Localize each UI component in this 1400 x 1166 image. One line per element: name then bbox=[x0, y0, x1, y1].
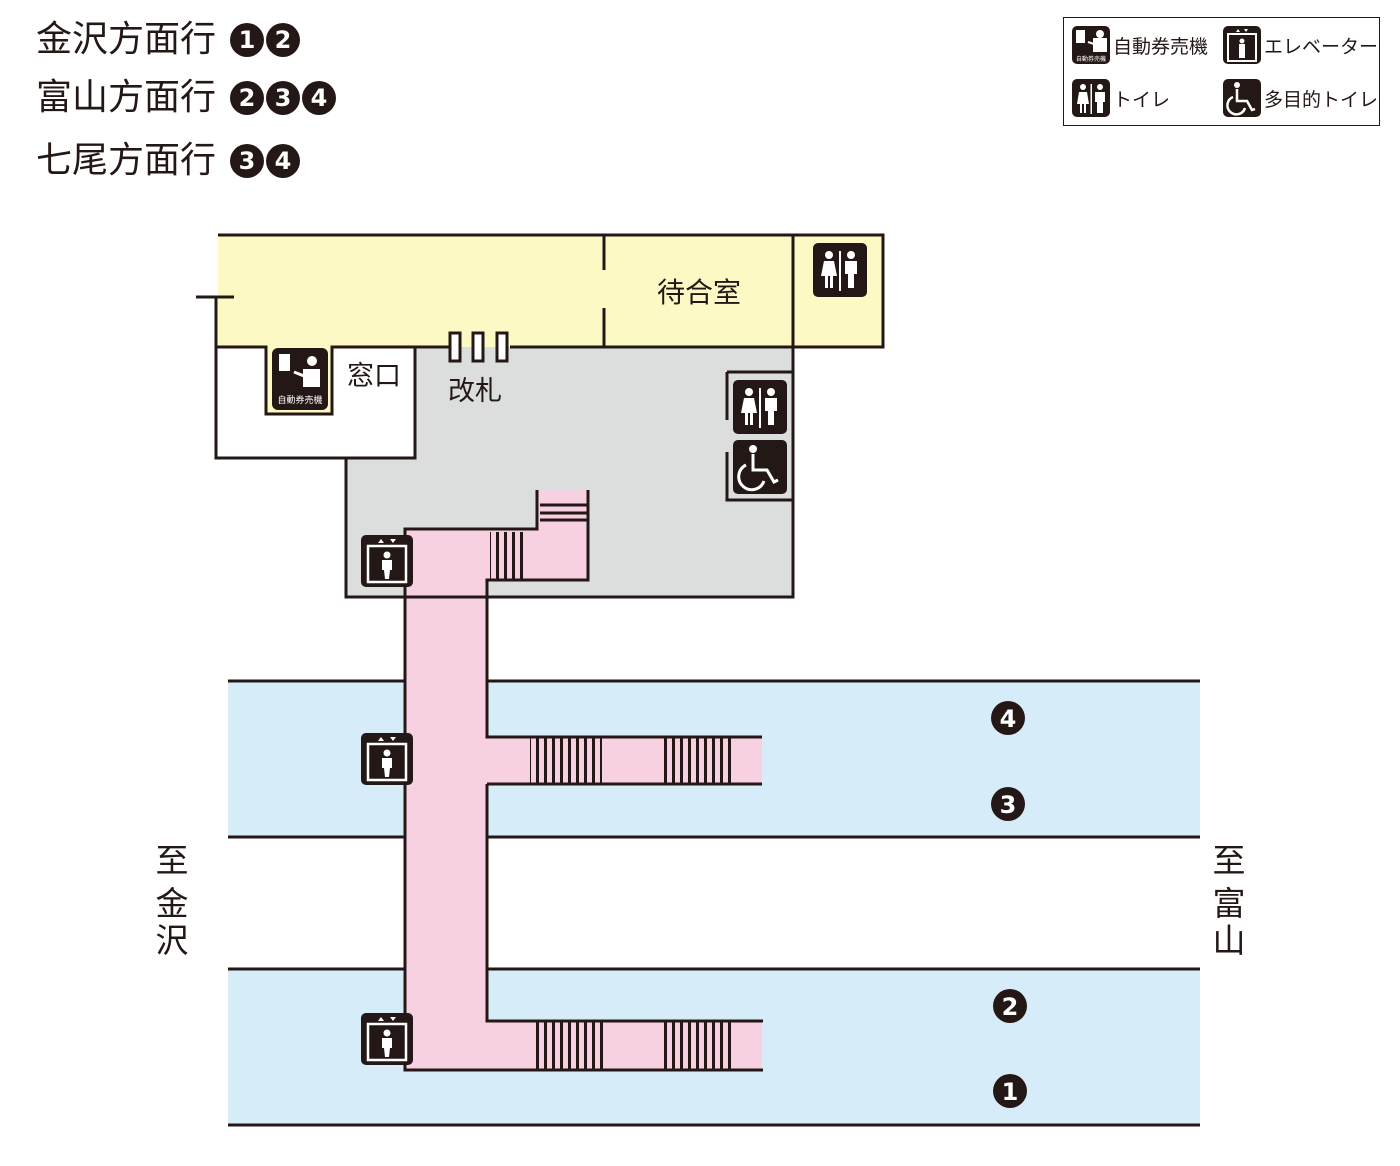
ticket-gates bbox=[448, 331, 509, 363]
stairs bbox=[662, 737, 734, 784]
stairs bbox=[490, 532, 528, 580]
ticket-machine-icon: 自動券売機 bbox=[272, 348, 328, 410]
ticket-gate-label: 改札 bbox=[448, 376, 502, 407]
ticket-machine-icon: 自動券売機 bbox=[1072, 26, 1110, 64]
svg-text:1: 1 bbox=[1002, 1078, 1019, 1106]
toilet-icon bbox=[1072, 79, 1110, 117]
svg-text:至: 至 bbox=[156, 841, 189, 880]
legend: 自動券売機 自動券売機 エレベーター トイレ 多目的トイレ bbox=[1063, 17, 1380, 126]
destination-label: 金沢方面行 bbox=[36, 19, 217, 60]
stairs bbox=[530, 737, 602, 784]
platform-badge: 4 bbox=[302, 81, 337, 115]
legend-elevator: エレベーター bbox=[1223, 26, 1378, 64]
direction-kanazawa: 至 金 沢 bbox=[156, 841, 189, 960]
destination-label: 七尾方面行 bbox=[36, 140, 217, 181]
svg-text:富: 富 bbox=[1213, 884, 1246, 923]
platform-number-2: 2 bbox=[993, 989, 1027, 1023]
platform-number-1: 1 bbox=[993, 1074, 1027, 1108]
stairs bbox=[531, 1021, 603, 1070]
svg-text:3: 3 bbox=[1000, 791, 1017, 819]
legend-label: 自動券売機 bbox=[1113, 35, 1209, 58]
platform-badge: 3 bbox=[266, 81, 301, 115]
platform-badge: 4 bbox=[266, 144, 301, 178]
elevator-icon bbox=[359, 731, 415, 787]
stairs bbox=[663, 1021, 735, 1070]
legend-label: 多目的トイレ bbox=[1264, 88, 1379, 111]
legend-label: トイレ bbox=[1113, 88, 1171, 111]
svg-text:2: 2 bbox=[1002, 993, 1019, 1021]
concourse-outside bbox=[218, 235, 883, 347]
waiting-room-label: 待合室 bbox=[657, 276, 741, 309]
elevator-icon bbox=[359, 533, 415, 589]
platform-number-4: 4 bbox=[991, 701, 1025, 735]
legend-accessible-toilet: 多目的トイレ bbox=[1223, 79, 1378, 117]
svg-text:金: 金 bbox=[156, 884, 189, 923]
svg-text:沢: 沢 bbox=[156, 921, 189, 960]
platform-badge: 2 bbox=[266, 23, 301, 57]
legend-label: エレベーター bbox=[1264, 35, 1379, 58]
svg-text:山: 山 bbox=[1213, 921, 1246, 960]
wheelchair-icon bbox=[1223, 79, 1261, 117]
svg-text:自動券売機: 自動券売機 bbox=[1076, 55, 1106, 63]
platform-badge: 1 bbox=[230, 23, 265, 57]
elevator-icon bbox=[359, 1011, 415, 1067]
ticket-office-label: 窓口 bbox=[347, 361, 401, 392]
toilet-icon bbox=[733, 380, 787, 434]
svg-text:至: 至 bbox=[1213, 841, 1246, 880]
passage bbox=[405, 490, 762, 1070]
toilet-icon bbox=[813, 243, 867, 297]
legend-toilet: トイレ bbox=[1072, 79, 1170, 117]
elevator-icon bbox=[1223, 26, 1261, 64]
platform-badge: 2 bbox=[230, 81, 265, 115]
platform-number-3: 3 bbox=[991, 787, 1025, 821]
wheelchair-icon bbox=[733, 440, 787, 494]
svg-text:自動券売機: 自動券売機 bbox=[277, 394, 322, 406]
direction-toyama: 至 富 山 bbox=[1213, 841, 1246, 960]
legend-ticket-machine: 自動券売機 自動券売機 bbox=[1072, 26, 1208, 64]
svg-text:4: 4 bbox=[1000, 705, 1017, 733]
destination-label: 富山方面行 bbox=[36, 77, 217, 118]
platform-badge: 3 bbox=[230, 144, 265, 178]
